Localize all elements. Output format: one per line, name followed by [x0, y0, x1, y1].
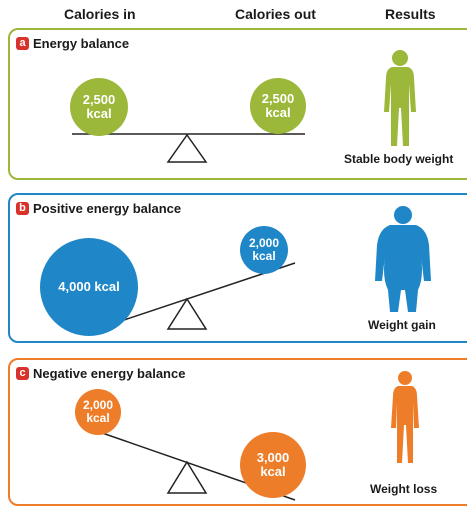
- result-label: Stable body weight: [344, 152, 453, 166]
- calories-out-circle: 3,000 kcal: [240, 432, 306, 498]
- human-figure-icon: [384, 50, 416, 146]
- calories-out-circle: 2,500 kcal: [250, 78, 306, 134]
- human-figure-icon: [375, 206, 431, 312]
- calories-out-circle: 2,000 kcal: [240, 226, 288, 274]
- calories-in-circle: 2,000 kcal: [75, 389, 121, 435]
- result-label: Weight loss: [370, 482, 437, 496]
- human-figure-icon: [391, 371, 419, 463]
- calories-in-circle: 2,500 kcal: [70, 78, 128, 136]
- calories-in-circle: 4,000 kcal: [40, 238, 138, 336]
- fulcrum-triangle: [168, 135, 206, 162]
- result-label: Weight gain: [368, 318, 436, 332]
